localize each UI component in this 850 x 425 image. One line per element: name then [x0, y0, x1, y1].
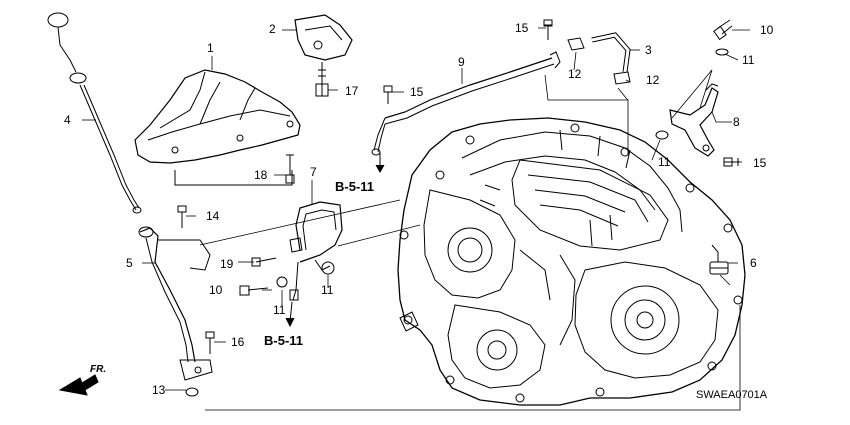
callout-3: 3 [645, 43, 652, 57]
leader-lines [82, 27, 750, 411]
callout-18: 18 [254, 168, 268, 182]
callout-11a: 11 [742, 53, 755, 67]
callout-17: 17 [345, 84, 359, 98]
callout-2: 2 [269, 22, 276, 36]
callout-15a: 15 [515, 21, 529, 35]
callout-9: 9 [458, 55, 465, 69]
reference-b-5-11-top: B-5-11 [335, 179, 375, 194]
part-2-bracket [294, 14, 353, 97]
callout-12a: 12 [568, 67, 582, 81]
callout-10b: 10 [209, 283, 223, 297]
callout-8: 8 [733, 115, 740, 129]
reference-arrows [285, 152, 385, 328]
callout-16: 16 [231, 335, 245, 349]
callout-6: 6 [750, 256, 757, 270]
part-4-dipstick [47, 12, 142, 214]
callout-1: 1 [207, 41, 214, 55]
transmission-housing [397, 117, 746, 406]
part-3-hose [591, 32, 631, 73]
callout-4: 4 [64, 113, 71, 127]
callout-19: 19 [220, 257, 234, 271]
part-1-cover [134, 69, 301, 186]
callout-14: 14 [206, 209, 220, 223]
callout-12b: 12 [646, 73, 660, 87]
part-8-bracket [669, 83, 719, 157]
callout-10a: 10 [760, 23, 774, 37]
callout-11c: 11 [273, 303, 286, 317]
part-6-breather [709, 244, 729, 275]
callout-15c: 15 [753, 156, 767, 170]
callout-11b: 11 [658, 155, 671, 169]
part-7-hose [289, 201, 343, 301]
front-arrow [58, 374, 99, 396]
part-5-filler-tube [138, 226, 213, 381]
callout-15b: 15 [410, 85, 424, 99]
callout-5: 5 [126, 256, 133, 270]
callout-7: 7 [310, 165, 317, 179]
reference-b-5-11-bottom: B-5-11 [264, 333, 304, 348]
diagram-code: SWAEA0701A [696, 389, 768, 401]
callout-13: 13 [152, 383, 166, 397]
callout-11d: 11 [321, 283, 334, 297]
front-label: FR. [90, 364, 107, 375]
